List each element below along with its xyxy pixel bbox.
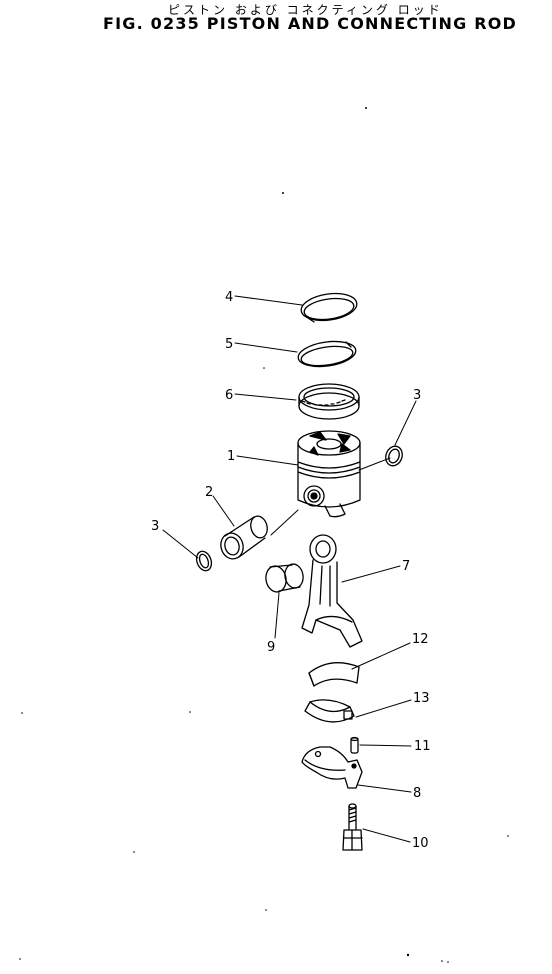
snap-ring-right xyxy=(385,445,403,467)
piston-ring-top xyxy=(300,292,358,323)
callout-11: 11 xyxy=(414,739,431,754)
bearing-lower xyxy=(304,699,355,723)
callout-2: 2 xyxy=(205,485,213,500)
callout-12: 12 xyxy=(412,632,429,647)
callout-3-left: 3 xyxy=(151,519,159,534)
callout-1: 1 xyxy=(227,449,235,464)
dowel-pin xyxy=(350,736,359,754)
callout-9: 9 xyxy=(267,640,275,655)
connecting-rod-cap xyxy=(301,746,363,789)
callout-13: 13 xyxy=(413,691,430,706)
piston-ring-second xyxy=(297,340,357,368)
callout-3-right: 3 xyxy=(413,388,421,403)
callout-7: 7 xyxy=(402,559,410,574)
callout-6: 6 xyxy=(225,388,233,403)
leader-lines xyxy=(162,295,417,843)
callout-5: 5 xyxy=(225,337,233,352)
callout-10: 10 xyxy=(412,836,429,851)
scan-specks xyxy=(19,107,509,963)
piston-ring-oil xyxy=(298,383,360,420)
connecting-rod-bushing xyxy=(265,563,304,593)
callout-8: 8 xyxy=(413,786,421,801)
connecting-rod-bolt xyxy=(342,803,363,851)
callout-labels: 4 5 6 1 2 3 3 7 9 12 13 11 8 10 xyxy=(151,290,431,851)
connecting-rod xyxy=(301,534,363,648)
figure-title: FIG. 0235 PISTON AND CONNECTING ROD xyxy=(103,14,518,33)
piston xyxy=(297,430,361,518)
callout-4: 4 xyxy=(225,290,233,305)
figure-title-japanese: ピストン および コネクティング ロッド xyxy=(168,3,443,17)
snap-ring-left xyxy=(195,550,213,572)
piston-pin xyxy=(220,515,268,560)
bearing-upper xyxy=(308,662,360,687)
